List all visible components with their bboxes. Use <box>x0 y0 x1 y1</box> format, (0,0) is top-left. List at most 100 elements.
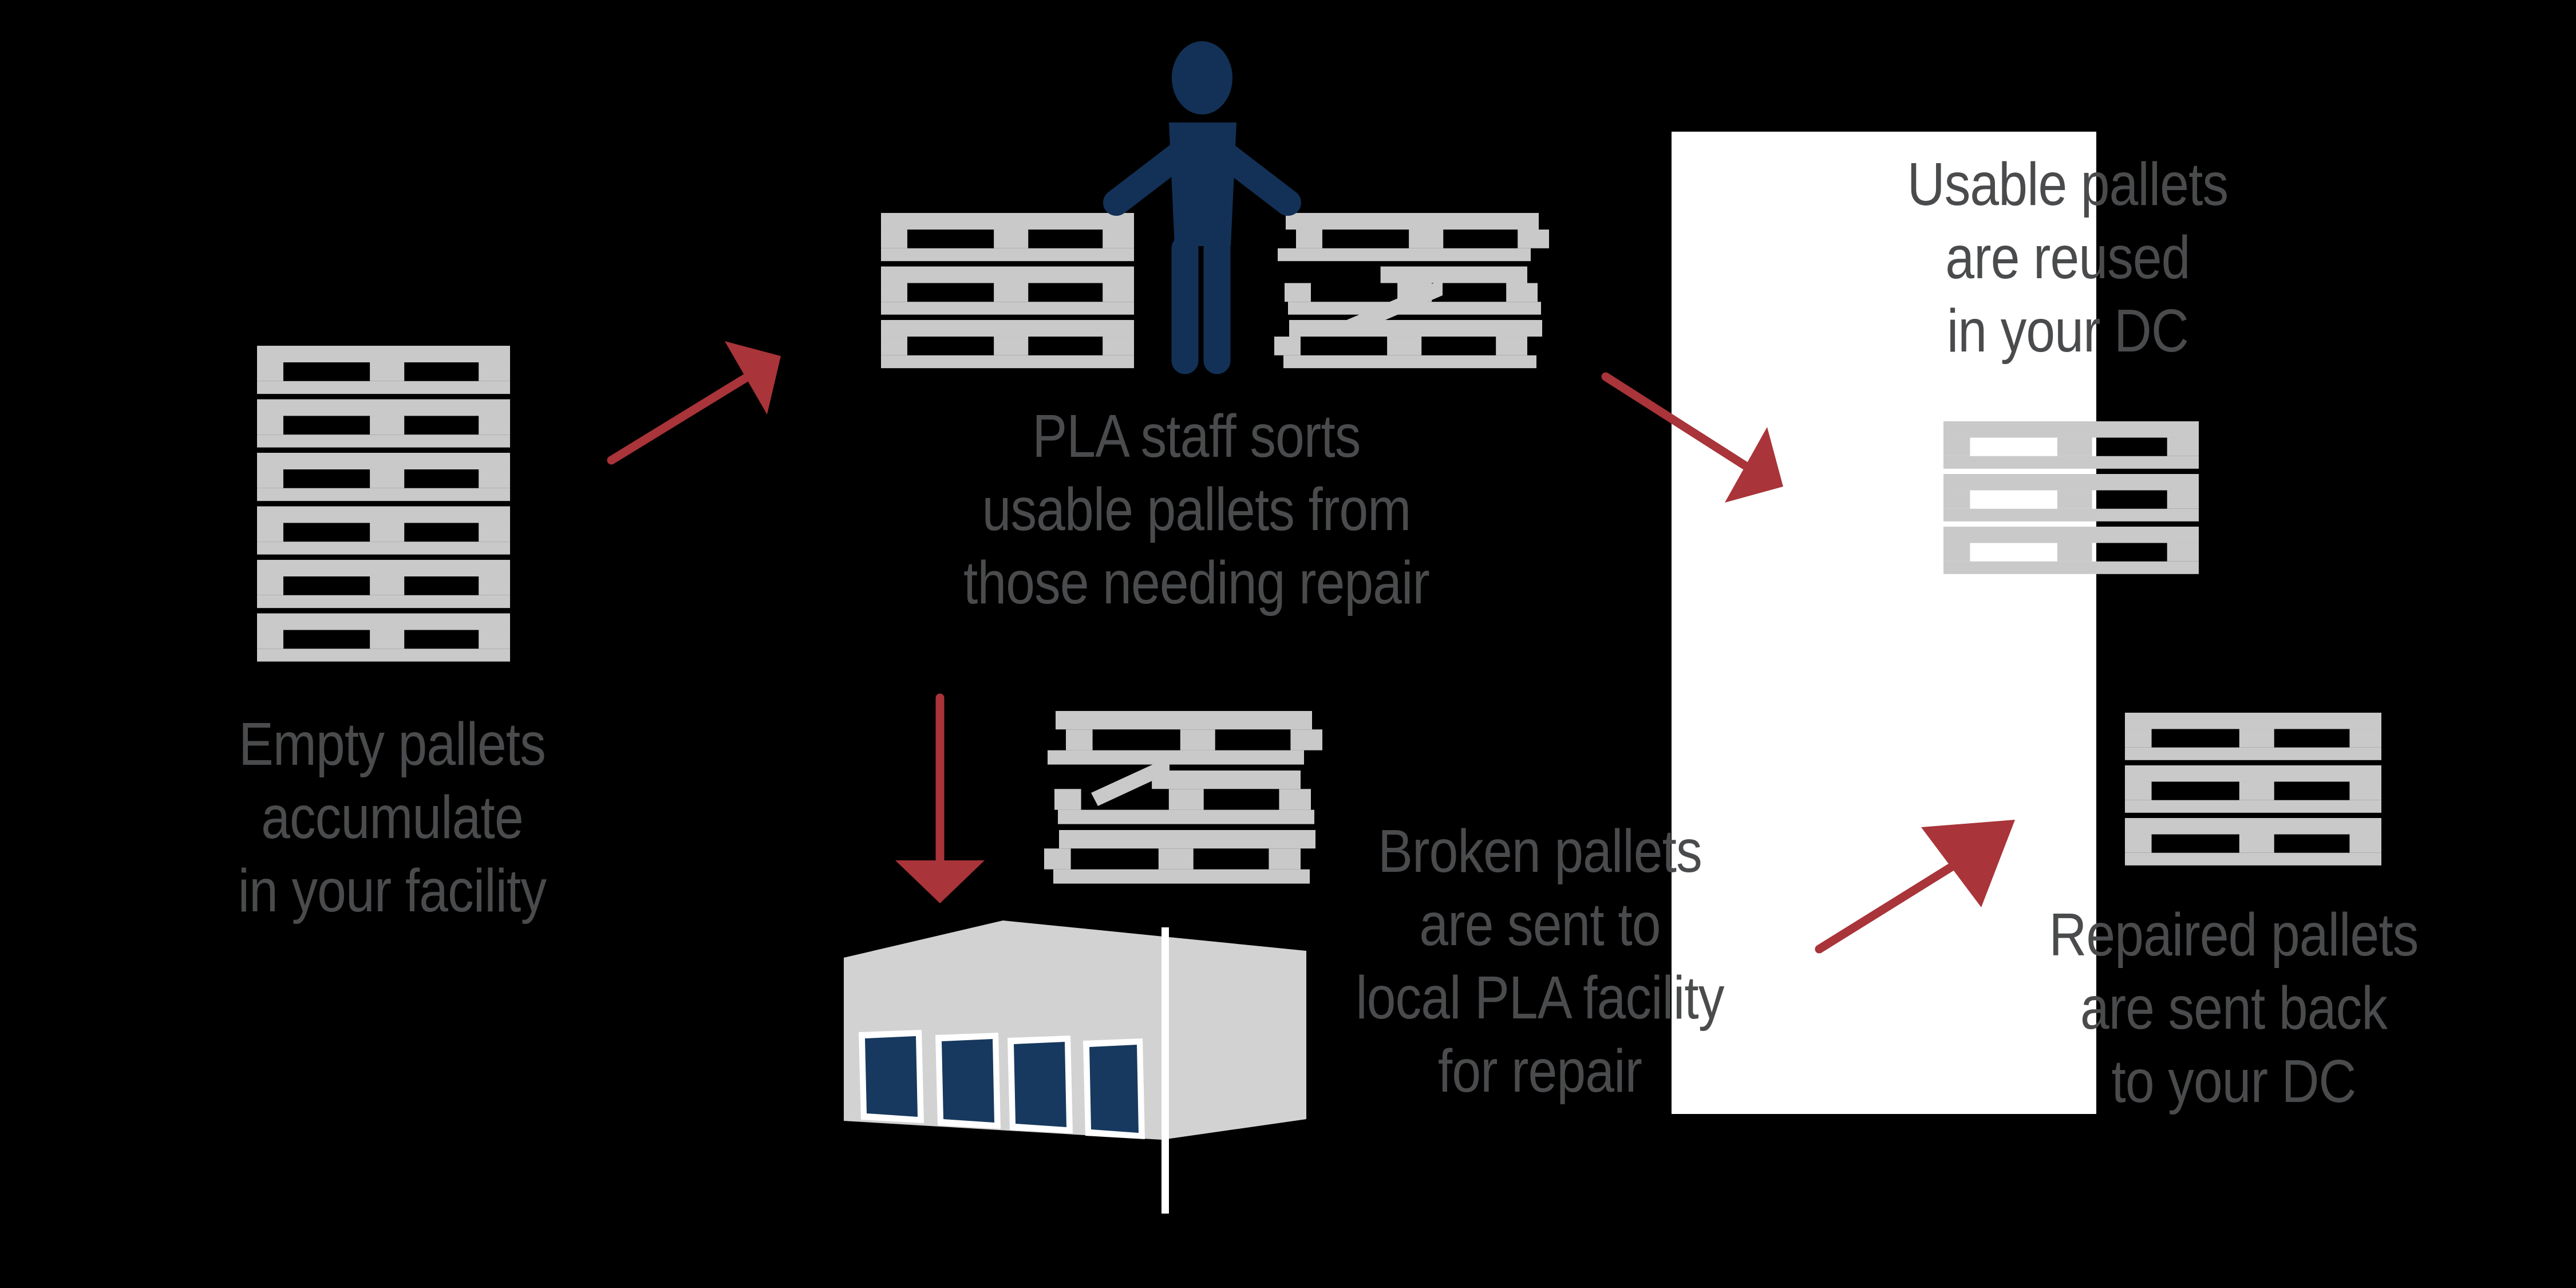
caption-line: those needing repair <box>963 549 1430 617</box>
pallet-plank <box>257 346 510 362</box>
pallet-plank <box>881 213 1134 230</box>
caption-line: Repaired pallets <box>2049 901 2419 969</box>
pallet-plank <box>257 506 510 523</box>
broken-pallet-stack-sorted-icon <box>1274 213 1549 369</box>
caption-line: to your DC <box>2111 1048 2356 1115</box>
pallet-block <box>2349 729 2381 748</box>
pallet-block <box>2057 543 2092 562</box>
pallet-plank <box>1056 711 1312 730</box>
pallet-plank <box>1278 248 1531 262</box>
pallet-plank <box>1048 750 1304 765</box>
pallet-block <box>2239 834 2274 853</box>
pallet-block <box>479 469 510 488</box>
pallet-plank <box>257 399 510 416</box>
pallet-plank <box>1289 320 1542 337</box>
dc-panel <box>1672 132 2096 1114</box>
arrow-shaft <box>1815 863 1955 954</box>
warehouse-door <box>1089 1045 1139 1133</box>
arrow-head <box>725 341 781 414</box>
pallet-block <box>2125 834 2152 853</box>
pallet-block <box>257 469 283 488</box>
pallet-plank <box>1286 213 1539 230</box>
caption-repaired: Repaired pallets are sent back to your D… <box>1889 898 2576 1118</box>
pallet-block <box>257 576 283 595</box>
pallet-block <box>479 630 510 649</box>
pallet-block <box>1044 848 1071 870</box>
caption-sort: PLA staff sorts usable pallets from thos… <box>852 400 1541 619</box>
usable-pallet-stack-icon <box>1943 421 2199 574</box>
pallet-plank <box>1943 561 2199 574</box>
pallet-plank <box>881 248 1134 262</box>
repaired-pallet-stack-icon <box>2125 713 2381 866</box>
caption-line: for repair <box>1437 1037 1642 1105</box>
caption-line: in your facility <box>238 857 547 924</box>
caption-line: are sent to <box>1419 891 1661 958</box>
arrow-shaft <box>607 373 750 465</box>
pallet-plank <box>1380 266 1527 283</box>
pallet-broken-board <box>1345 279 1443 334</box>
pallet-block <box>994 336 1029 355</box>
pallet-block <box>2057 437 2092 456</box>
pallet-plank <box>1283 355 1536 369</box>
pallet-block <box>1054 789 1081 810</box>
pallet-block <box>370 362 405 381</box>
pallet-block <box>2349 781 2381 800</box>
pallet-plank <box>1943 421 2199 438</box>
pallet-block <box>257 523 283 542</box>
pallet-block <box>1180 729 1215 750</box>
pallet-plank <box>257 488 510 501</box>
pallet-block <box>1285 283 1311 302</box>
pallet-block <box>479 576 510 595</box>
pallet-block <box>1168 789 1204 810</box>
pallet-plank <box>257 649 510 662</box>
pallet-plank <box>2125 852 2381 866</box>
pallet-block <box>1943 543 1970 562</box>
worker-icon <box>1103 41 1301 374</box>
pallet-plank <box>881 320 1134 337</box>
warehouse-door <box>942 1039 994 1123</box>
pallet-plank <box>1053 869 1310 884</box>
pallet-plank <box>257 613 510 630</box>
arrow-sort-to-warehouse-icon <box>895 693 985 903</box>
warehouse-icon <box>844 920 1306 1214</box>
pallet-block <box>1274 336 1301 355</box>
warehouse-door <box>865 1036 918 1117</box>
pallet-block <box>1496 336 1527 355</box>
usable-pallet-stack-sorted-icon <box>881 213 1134 369</box>
caption-line: are sent back <box>2080 974 2388 1042</box>
worker-head <box>1172 41 1232 114</box>
pallet-plank <box>257 381 510 394</box>
pallet-block <box>2125 729 2152 748</box>
pallet-plank <box>1288 302 1541 315</box>
pallet-block <box>370 416 405 435</box>
pallet-block <box>1269 848 1301 870</box>
caption-line: Empty pallets <box>238 710 546 778</box>
pallet-block <box>1943 437 1970 456</box>
pallet-plank <box>1943 474 2199 491</box>
pallet-block <box>370 523 405 542</box>
warehouse-door <box>1014 1042 1066 1127</box>
caption-line: Usable pallets <box>1907 151 2229 218</box>
pallet-block <box>2239 729 2274 748</box>
pallet-plank <box>1943 508 2199 521</box>
pallet-block <box>1066 729 1093 750</box>
pallet-block <box>1103 336 1134 355</box>
pallet-plank <box>257 595 510 609</box>
pallet-block <box>881 229 907 248</box>
pallet-block <box>1296 229 1322 248</box>
worker-arm <box>1202 133 1301 216</box>
pallet-block <box>2057 490 2092 509</box>
pallet-block <box>2167 543 2199 562</box>
caption-line: Broken pallets <box>1378 817 1702 885</box>
pallet-block <box>2167 437 2199 456</box>
pallet-block <box>1409 229 1444 248</box>
arrow-shaft <box>1601 372 1749 470</box>
arrow-warehouse-to-dc-icon <box>1815 820 2015 954</box>
pallet-block <box>479 523 510 542</box>
pallet-block <box>2349 834 2381 853</box>
caption-line: accumulate <box>261 784 523 851</box>
pallet-block <box>257 630 283 649</box>
pallet-block <box>2125 781 2152 800</box>
